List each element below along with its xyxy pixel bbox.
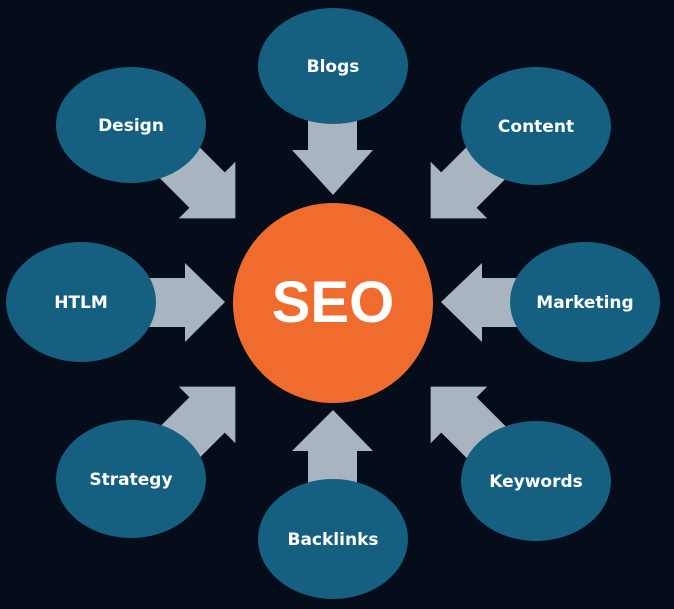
arrow-backlinks-icon xyxy=(292,410,373,490)
node-label: Marketing xyxy=(536,293,633,313)
center-circle xyxy=(233,203,433,403)
node-label: HTLM xyxy=(54,293,108,313)
arrow-marketing-icon xyxy=(441,263,520,342)
node-keywords[interactable]: Keywords xyxy=(461,421,611,541)
node-htlm[interactable]: HTLM xyxy=(6,242,156,362)
node-ellipse xyxy=(510,242,660,362)
node-label: Blogs xyxy=(307,57,360,77)
node-backlinks[interactable]: Backlinks xyxy=(258,479,408,599)
node-ellipse xyxy=(56,420,206,538)
arrow-htlm-icon xyxy=(145,263,225,342)
node-content[interactable]: Content xyxy=(461,67,611,185)
node-ellipse xyxy=(461,67,611,185)
node-ellipse xyxy=(258,479,408,599)
node-ellipse xyxy=(56,67,206,183)
node-blogs[interactable]: Blogs xyxy=(258,8,408,124)
node-marketing[interactable]: Marketing xyxy=(510,242,660,362)
node-strategy[interactable]: Strategy xyxy=(56,420,206,538)
node-ellipse xyxy=(6,242,156,362)
arrow-blogs-icon xyxy=(292,115,373,195)
node-ellipse xyxy=(461,421,611,541)
node-label: Keywords xyxy=(489,472,583,492)
node-label: Content xyxy=(498,117,574,137)
node-label: Strategy xyxy=(89,470,172,490)
node-ellipse xyxy=(258,8,408,124)
center-label: SEO xyxy=(272,270,395,335)
center-node[interactable]: SEO xyxy=(233,203,433,403)
node-label: Design xyxy=(98,116,164,136)
node-label: Backlinks xyxy=(288,530,379,550)
node-design[interactable]: Design xyxy=(56,67,206,183)
